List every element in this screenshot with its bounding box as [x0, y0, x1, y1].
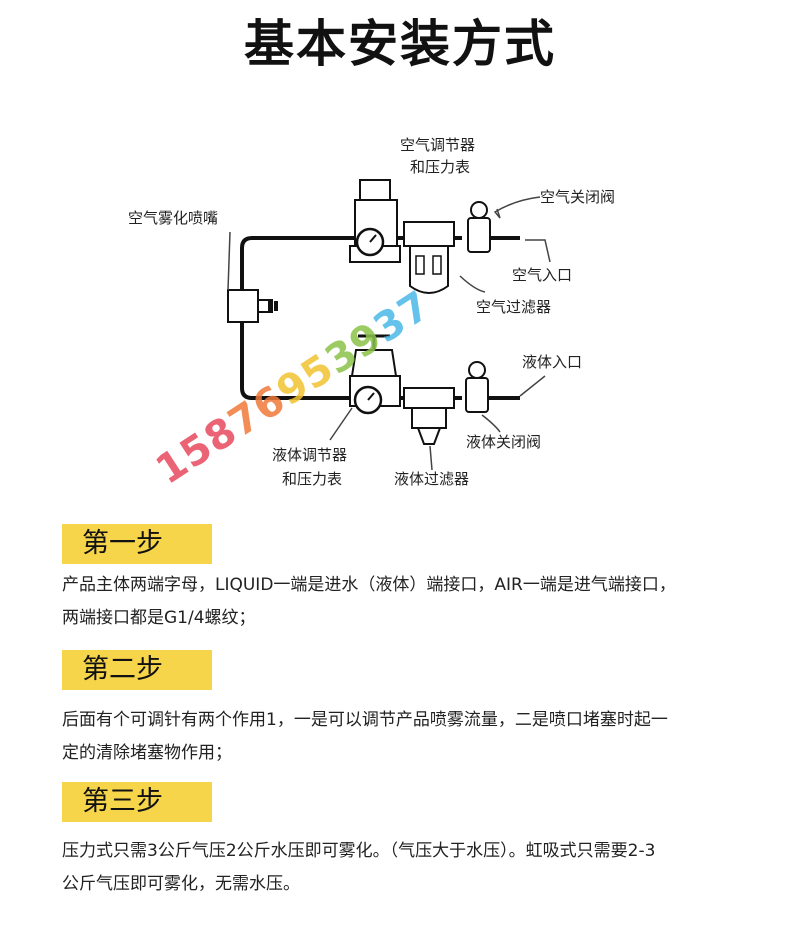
label-air-shutoff-valve: 空气关闭阀: [540, 188, 615, 206]
liquid-filter: [403, 387, 455, 445]
step-2-line-2: 定的清除堵塞物作用；: [62, 743, 232, 763]
air-filter: [403, 221, 455, 294]
page-title: 基本安装方式: [244, 15, 556, 73]
label-air-filter: 空气过滤器: [476, 298, 551, 316]
step-1-line-1: 产品主体两端字母，LIQUID一端是进水（液体）端接口，AIR一端是进气端接口，: [62, 575, 676, 595]
step-3-text: 压力式只需3公斤气压2公斤水压即可雾化。（气压大于水压）。虹吸式只需要2-3 公…: [62, 835, 798, 901]
step-3-line-1: 压力式只需3公斤气压2公斤水压即可雾化。（气压大于水压）。虹吸式只需要2-3: [62, 841, 656, 861]
label-liquid-inlet: 液体入口: [522, 353, 582, 371]
liquid-regulator: [349, 334, 401, 415]
step-3-line-2: 公斤气压即可雾化，无需水压。: [62, 874, 300, 894]
step-2-text: 后面有个可调针有两个作用1，一是可以调节产品喷雾流量，二是喷口堵塞时起一 定的清…: [62, 704, 798, 770]
step-2-line-1: 后面有个可调针有两个作用1，一是可以调节产品喷雾流量，二是喷口堵塞时起一: [62, 710, 668, 730]
installation-diagram: 空气调节器 和压力表 空气关闭阀 空气雾化喷嘴 空气入口 空气过滤器 液体入口 …: [128, 136, 615, 488]
liquid-shutoff-valve: [465, 361, 489, 413]
step-2-badge: 第二步: [62, 650, 212, 690]
label-air-regulator-1: 空气调节器: [400, 136, 475, 154]
label-air-nozzle: 空气雾化喷嘴: [128, 209, 218, 227]
label-air-inlet: 空气入口: [512, 266, 572, 284]
air-shutoff-valve: [467, 201, 491, 253]
label-liquid-regulator-2: 和压力表: [282, 470, 342, 488]
step-1-text: 产品主体两端字母，LIQUID一端是进水（液体）端接口，AIR一端是进气端接口，…: [62, 569, 798, 635]
air-regulator: [349, 179, 401, 263]
label-air-regulator-2: 和压力表: [410, 158, 470, 176]
step-1-badge: 第一步: [62, 524, 212, 564]
step-3-badge: 第三步: [62, 782, 212, 822]
air-nozzle: [227, 289, 278, 323]
label-liquid-shutoff-valve: 液体关闭阀: [466, 433, 541, 451]
label-liquid-regulator-1: 液体调节器: [272, 446, 347, 464]
step-1-line-2: 两端接口都是G1/4螺纹；: [62, 608, 256, 628]
label-liquid-filter: 液体过滤器: [394, 470, 469, 488]
leader-lines: [227, 196, 551, 471]
